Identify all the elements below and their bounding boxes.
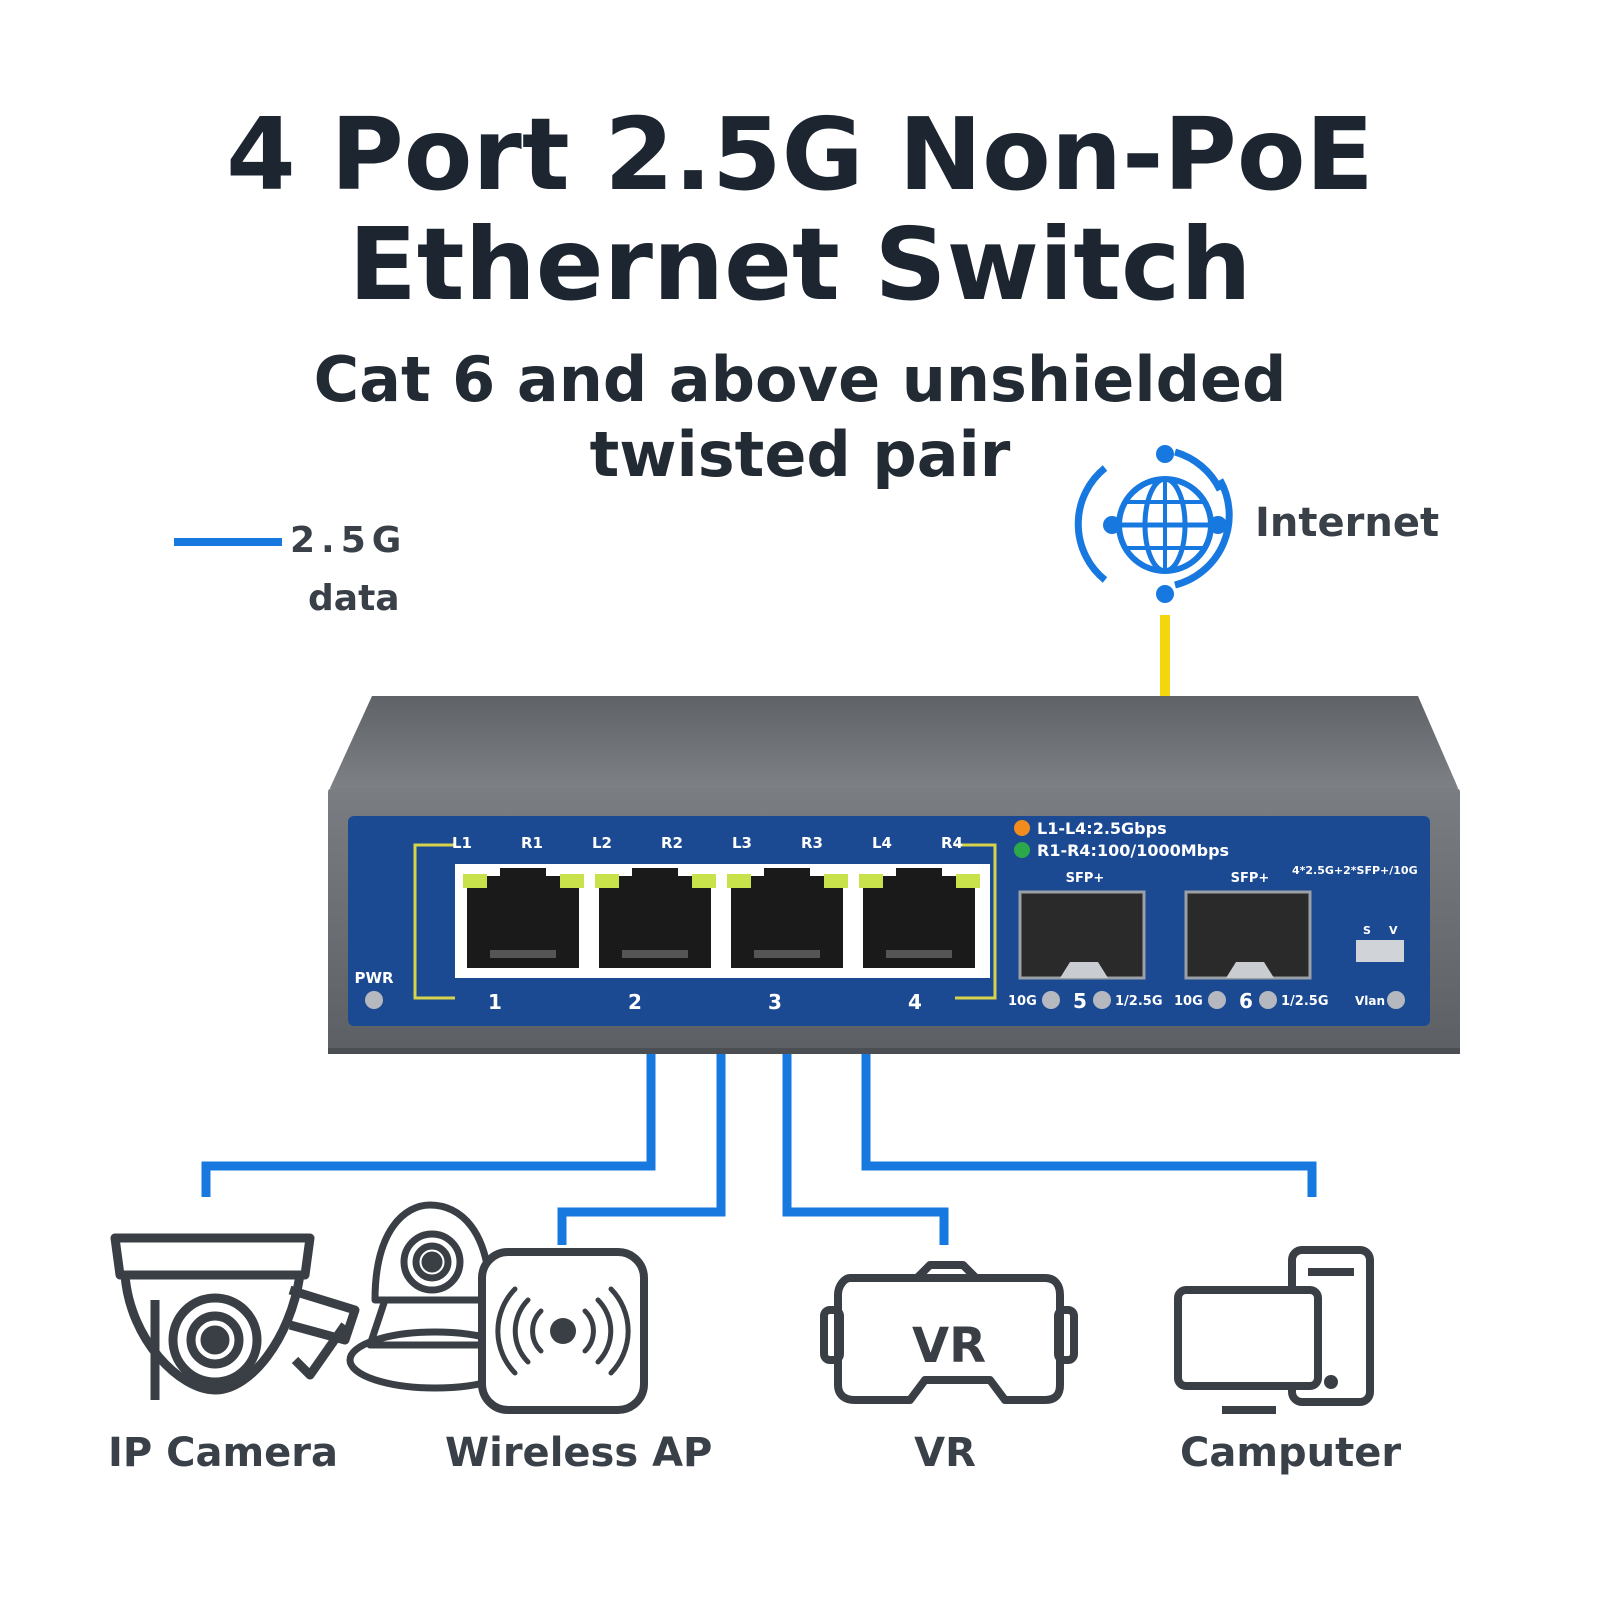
sfp5-led-1g	[1093, 991, 1111, 1009]
device-label-vr: VR	[914, 1430, 976, 1476]
led-label-r4: R4	[941, 834, 963, 852]
vr-headset-icon: VR	[820, 1261, 1078, 1404]
pwr-led	[365, 991, 383, 1009]
switch-label-v: V	[1389, 924, 1398, 937]
led-label-r1: R1	[521, 834, 543, 852]
device-label-computer: Camputer	[1180, 1430, 1402, 1476]
rj45-port-4[interactable]	[859, 868, 980, 968]
legend-text: data	[308, 578, 400, 619]
wireless-ap-icon	[478, 1248, 648, 1414]
sfp5-led-10g	[1042, 991, 1060, 1009]
switch-label-s: S	[1363, 924, 1371, 937]
sfp-label-6: SFP+	[1231, 871, 1270, 886]
sfp6-number: 6	[1239, 989, 1253, 1013]
sfp5-right-label: 1/2.5G	[1115, 994, 1163, 1009]
led-label-r2: R2	[661, 834, 683, 852]
port-number-2: 2	[628, 990, 642, 1014]
rj45-port-2[interactable]	[595, 868, 716, 968]
computer-icon	[1174, 1246, 1374, 1414]
title-line-2: Ethernet Switch	[348, 206, 1252, 323]
sfp6-right-label: 1/2.5G	[1281, 994, 1329, 1009]
device-label-ip-camera: IP Camera	[108, 1430, 338, 1476]
sfp-port-6[interactable]	[1184, 890, 1312, 980]
data-cables	[201, 1054, 1317, 1245]
led-label-l3: L3	[732, 834, 752, 852]
sfp6-led-1g	[1259, 991, 1277, 1009]
led-label-r3: R3	[801, 834, 823, 852]
sfp6-led-10g	[1208, 991, 1226, 1009]
led-label-l4: L4	[872, 834, 892, 852]
port-number-1: 1	[488, 990, 502, 1014]
sfp-label-5: SFP+	[1066, 871, 1105, 886]
title-line-1: 4 Port 2.5G Non-PoE	[226, 96, 1374, 213]
green-led-icon	[1014, 842, 1030, 858]
pwr-label: PWR	[354, 969, 394, 987]
sfp-port-5[interactable]	[1018, 890, 1146, 980]
sfp5-left-label: 10G	[1008, 994, 1037, 1009]
subtitle-line-1: Cat 6 and above unshielded	[313, 343, 1287, 416]
ethernet-switch: L1 R1 L2 R2 L3 R3 L4 R4 1 2 3 4 PWR L1-L…	[328, 696, 1460, 1054]
internet-label: Internet	[1255, 500, 1440, 546]
port-number-3: 3	[768, 990, 782, 1014]
sfp5-number: 5	[1073, 989, 1087, 1013]
vlan-led	[1387, 991, 1405, 1009]
rj45-port-3[interactable]	[727, 868, 848, 968]
legend-line	[174, 538, 282, 546]
vlan-switch[interactable]	[1356, 940, 1404, 962]
vlan-label: Vlan	[1355, 994, 1385, 1008]
led-label-l2: L2	[592, 834, 612, 852]
legend-orange: L1-L4:2.5Gbps	[1037, 819, 1167, 838]
subtitle-line-2: twisted pair	[589, 418, 1011, 491]
orange-led-icon	[1014, 820, 1030, 836]
port-number-4: 4	[908, 990, 922, 1014]
legend-speed: 2.5G	[290, 520, 408, 561]
globe-nodes	[1103, 445, 1227, 603]
led-label-l1: L1	[452, 834, 472, 852]
legend-green: R1-R4:100/1000Mbps	[1037, 841, 1229, 860]
rj45-port-1[interactable]	[463, 868, 584, 968]
device-label-wireless-ap: Wireless AP	[445, 1430, 713, 1476]
ip-camera-icon	[110, 1233, 360, 1400]
vr-icon-letters: VR	[912, 1318, 986, 1374]
spec-label: 4*2.5G+2*SFP+/10G	[1292, 864, 1418, 877]
globe-icon	[1074, 448, 1233, 589]
sfp6-left-label: 10G	[1174, 994, 1203, 1009]
